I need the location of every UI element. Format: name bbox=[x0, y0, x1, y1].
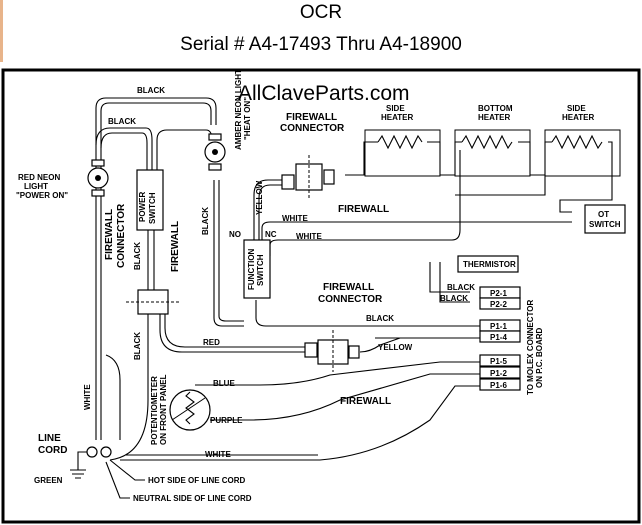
label-power-switch-1: POWER bbox=[138, 192, 147, 222]
label-black-top: BLACK bbox=[137, 86, 165, 95]
label-amber-neon-2: "HEAT ON" bbox=[243, 97, 252, 140]
label-bottom-heater-1: BOTTOM bbox=[478, 104, 513, 113]
label-power-switch-2: SWITCH bbox=[148, 192, 157, 224]
label-firewall-connector-top-2: CONNECTOR bbox=[280, 123, 345, 134]
label-black-mid-left: BLACK bbox=[133, 242, 142, 270]
label-neutral-side: NEUTRAL SIDE OF LINE CORD bbox=[133, 494, 252, 503]
firewall-connector-mid bbox=[304, 330, 360, 372]
label-line-cord-2: CORD bbox=[38, 445, 67, 456]
potentiometer bbox=[169, 389, 211, 431]
firewall-connector-top bbox=[281, 155, 335, 198]
label-red-neon-2: LIGHT bbox=[24, 182, 48, 191]
thermistor bbox=[457, 255, 519, 273]
molex-pins: P2-1 P2-2 P1-1 P1-4 P1-5 P1-2 P1-6 bbox=[479, 286, 521, 391]
label-no: NO bbox=[229, 230, 241, 239]
pin-label: P2-2 bbox=[490, 300, 507, 309]
function-switch bbox=[243, 239, 271, 299]
line-cord-terminal-1 bbox=[86, 446, 98, 458]
pin-label: P1-6 bbox=[490, 381, 507, 390]
label-side-heater-left-2: HEATER bbox=[381, 113, 414, 122]
label-black-vertical: BLACK bbox=[201, 207, 210, 235]
side-heater-right bbox=[544, 129, 621, 177]
site-watermark: AllClaveParts.com bbox=[238, 82, 410, 105]
label-function-switch-1: FUNCTION bbox=[247, 248, 256, 290]
label-ot-switch-1: OT bbox=[598, 210, 609, 219]
label-black-therm-1: BLACK bbox=[447, 283, 475, 292]
label-black-p1: BLACK bbox=[366, 314, 394, 323]
label-black-upper: BLACK bbox=[108, 117, 136, 126]
label-function-switch-2: SWITCH bbox=[256, 254, 265, 286]
label-nc: NC bbox=[265, 230, 277, 239]
label-bottom-heater-2: HEATER bbox=[478, 113, 511, 122]
label-side-heater-left-1: SIDE bbox=[386, 104, 405, 113]
label-firewall-top: FIREWALL bbox=[338, 204, 389, 215]
label-thermistor: THERMISTOR bbox=[463, 260, 516, 269]
label-potentiometer-1: POTENTIOMETER bbox=[150, 376, 159, 445]
line-cord-terminal-2 bbox=[100, 446, 112, 458]
label-white-left: WHITE bbox=[83, 384, 92, 410]
page-subtitle: Serial # A4-17493 Thru A4-18900 bbox=[180, 34, 462, 55]
label-potentiometer-2: ON FRONT PANEL bbox=[159, 374, 168, 445]
label-firewall-connector-mid-1: FIREWALL bbox=[323, 282, 374, 293]
label-firewall-connector-mid-2: CONNECTOR bbox=[318, 294, 383, 305]
label-side-heater-right-1: SIDE bbox=[567, 104, 586, 113]
label-firewall-left: FIREWALL bbox=[170, 221, 181, 272]
page-title: OCR bbox=[299, 2, 343, 23]
label-amber-neon-1: AMBER NEON LIGHT bbox=[234, 69, 243, 150]
label-firewall-connector-left-1: FIREWALL bbox=[104, 209, 115, 260]
diagram-frame bbox=[1, 68, 641, 524]
pin-label: P1-1 bbox=[490, 322, 507, 331]
label-green: GREEN bbox=[34, 476, 63, 485]
label-white-mid: WHITE bbox=[296, 232, 322, 241]
label-side-heater-right-2: HEATER bbox=[562, 113, 595, 122]
label-white-bottom: WHITE bbox=[205, 450, 231, 459]
pin-label: P1-4 bbox=[490, 333, 507, 342]
power-switch bbox=[136, 169, 164, 231]
label-firewall-connector-top-1: FIREWALL bbox=[286, 112, 337, 123]
label-red-neon-1: RED NEON bbox=[18, 173, 60, 182]
label-line-cord-1: LINE bbox=[38, 433, 61, 444]
label-molex-2: ON P.C. BOARD bbox=[535, 327, 544, 388]
pin-label: P2-1 bbox=[490, 289, 507, 298]
label-yellow-upper: YELLOW bbox=[255, 180, 264, 215]
diagram-labels: BLACK BLACK RED NEON LIGHT "POWER ON" AM… bbox=[16, 69, 621, 503]
ot-switch bbox=[584, 204, 626, 234]
label-red: RED bbox=[203, 338, 220, 347]
amber-neon-light bbox=[204, 133, 226, 171]
label-yellow-lower: YELLOW bbox=[378, 343, 413, 352]
label-white-upper: WHITE bbox=[282, 214, 308, 223]
label-firewall-connector-left-2: CONNECTOR bbox=[116, 203, 127, 268]
pin-label: P1-5 bbox=[490, 357, 507, 366]
wires bbox=[70, 97, 613, 499]
label-firewall-mid: FIREWALL bbox=[340, 396, 391, 407]
left-accent-bar bbox=[0, 0, 3, 62]
firewall-connector-left bbox=[126, 289, 180, 315]
label-hot-side: HOT SIDE OF LINE CORD bbox=[148, 476, 246, 485]
label-molex-1: TO MOLEX CONNECTOR bbox=[526, 300, 535, 395]
pin-label: P1-2 bbox=[490, 369, 507, 378]
label-red-neon-3: "POWER ON" bbox=[16, 191, 68, 200]
label-ot-switch-2: SWITCH bbox=[589, 220, 621, 229]
label-blue: BLUE bbox=[213, 379, 235, 388]
label-black-therm-2: BLACK bbox=[440, 294, 468, 303]
label-black-lower-left: BLACK bbox=[133, 332, 142, 360]
side-heater-left bbox=[364, 129, 441, 177]
red-neon-light bbox=[87, 159, 109, 197]
bottom-heater bbox=[454, 129, 531, 177]
label-purple: PURPLE bbox=[210, 416, 243, 425]
